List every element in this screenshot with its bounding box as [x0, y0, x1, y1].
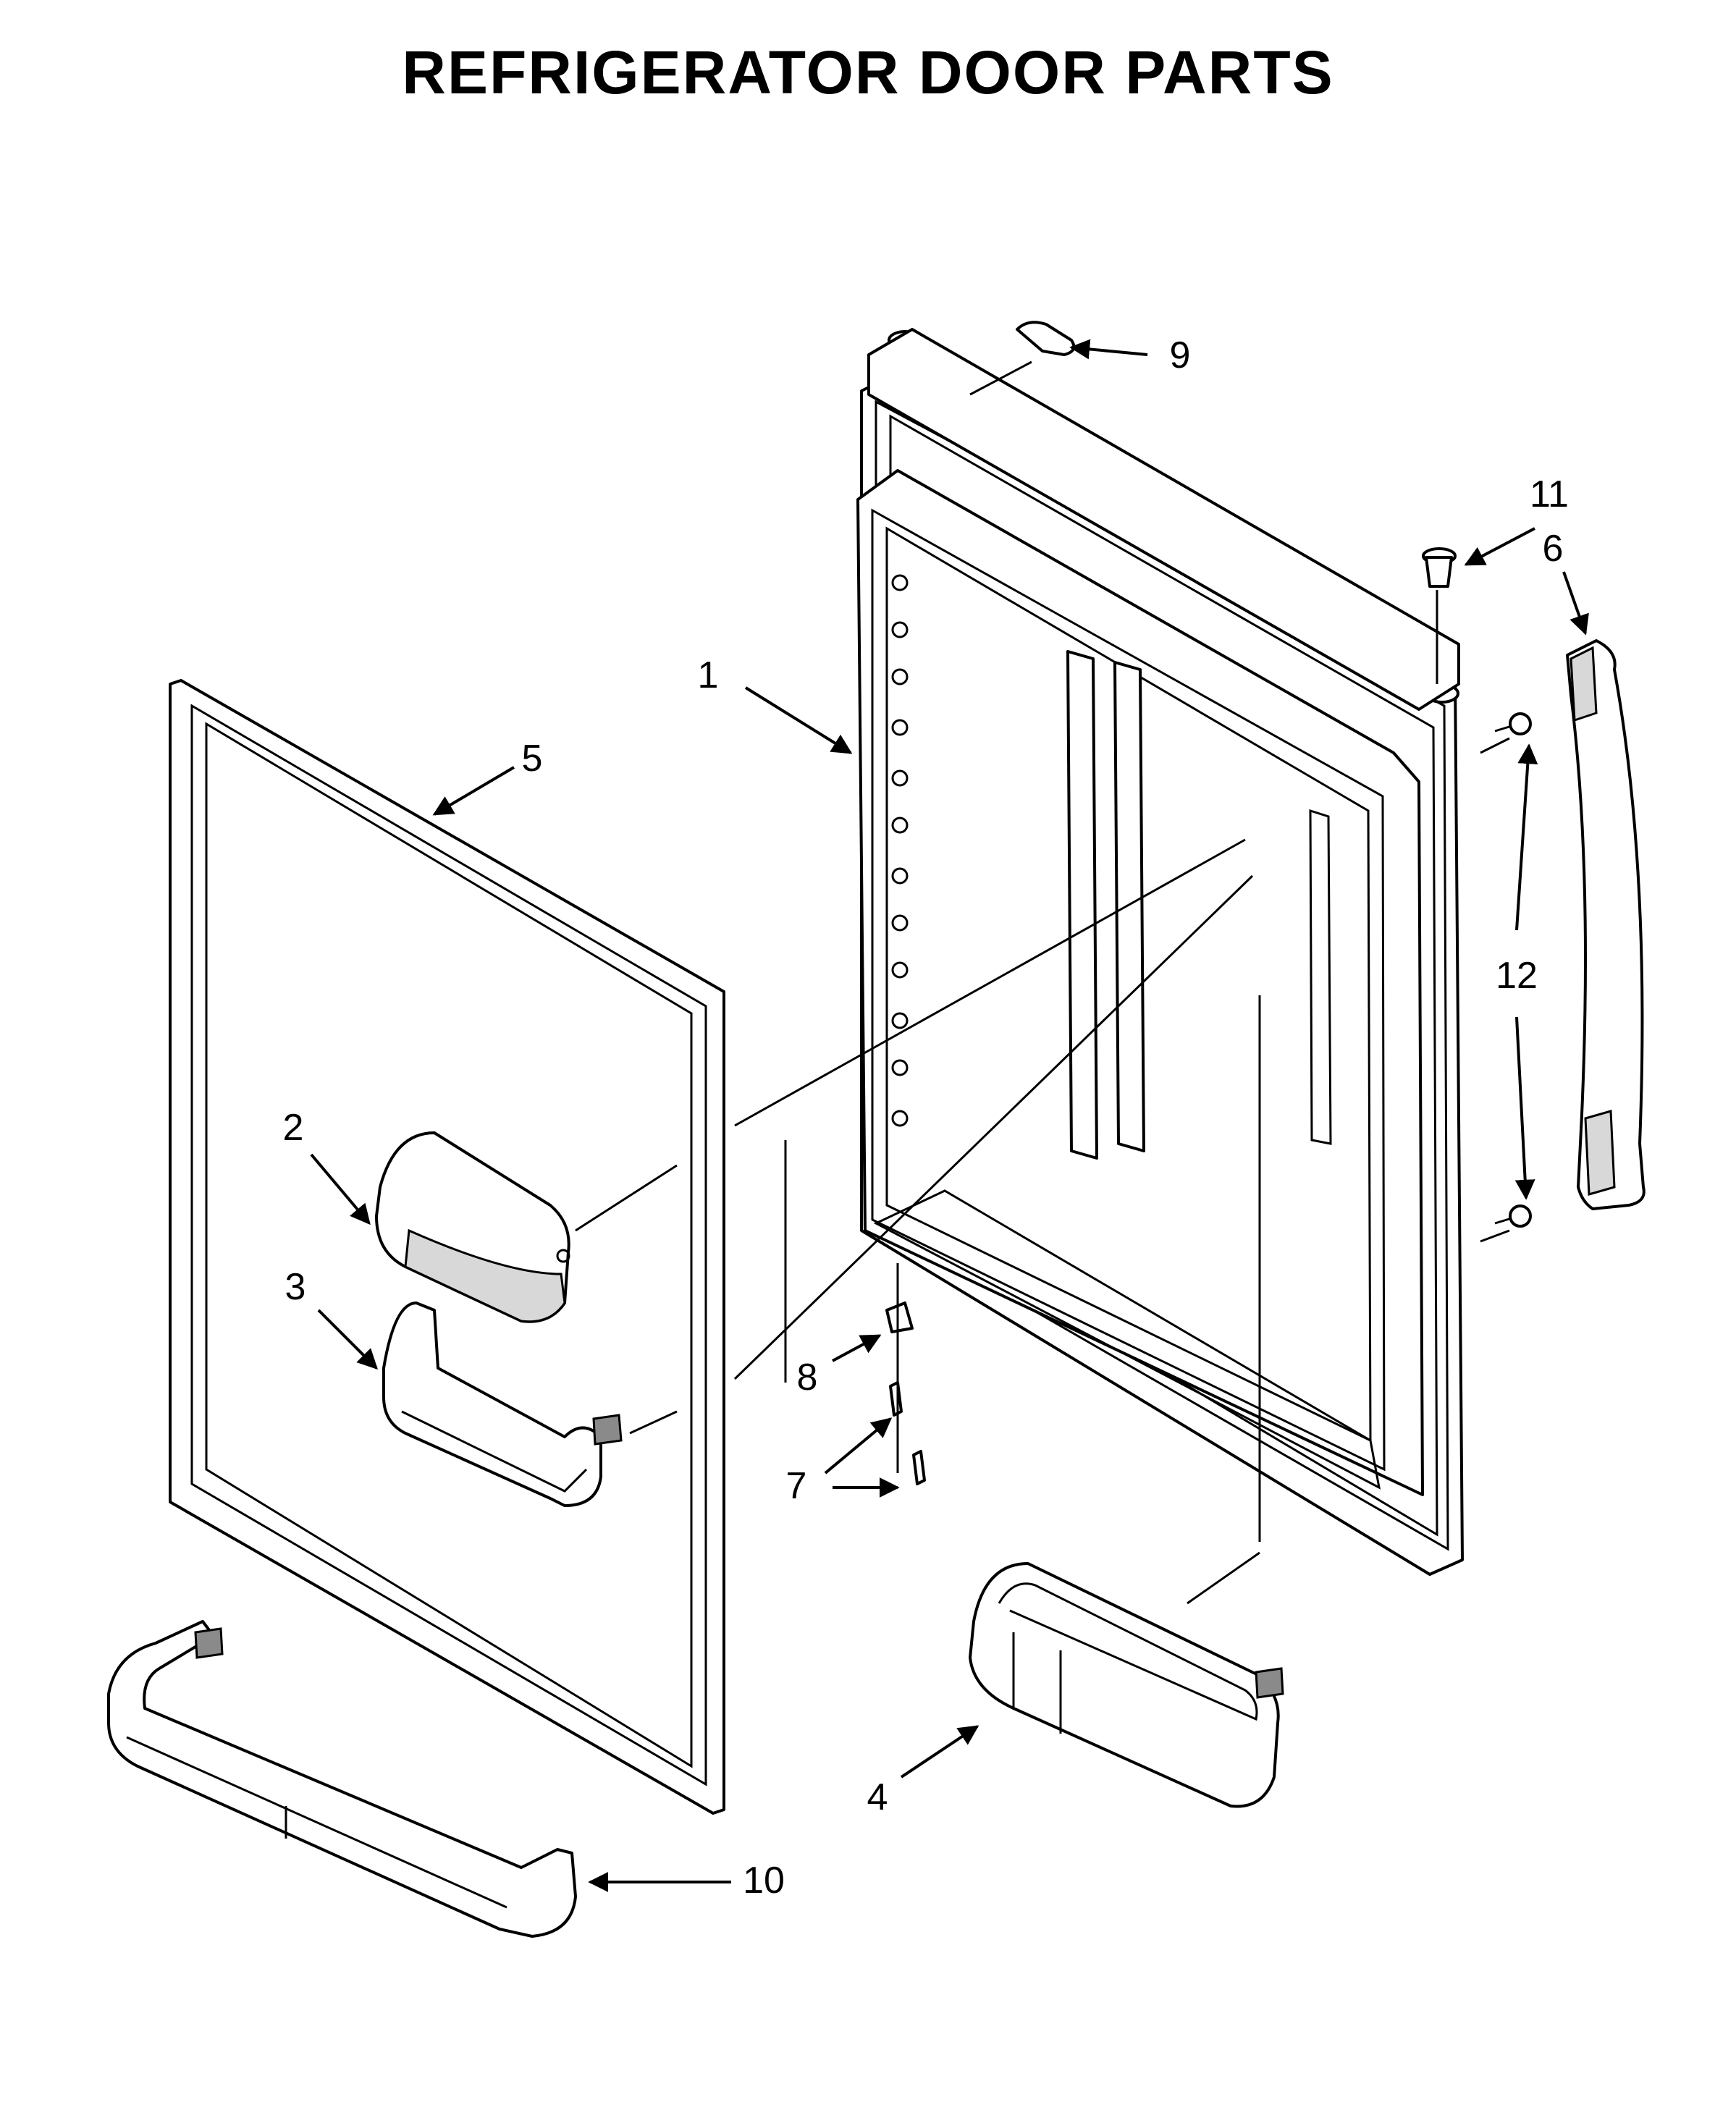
- diagram-title: REFRIGERATOR DOOR PARTS: [402, 38, 1334, 106]
- callout-11: 11: [1530, 473, 1569, 515]
- callout-3: 3: [285, 1266, 306, 1308]
- screws-part-7: [889, 1381, 926, 1485]
- callout-9: 9: [1170, 334, 1191, 376]
- callout-8: 8: [797, 1357, 818, 1398]
- hinge-washer-part-9: [1016, 321, 1076, 356]
- dispenser-cover-part-2: [375, 1131, 570, 1323]
- handle-screws-part-12: [1494, 712, 1532, 1228]
- callout-12: 12: [1496, 955, 1538, 997]
- callout-5: 5: [522, 738, 543, 780]
- callout-arrows: [310, 339, 1589, 1892]
- door-bin-part-4: [969, 1562, 1284, 1808]
- callout-labels: 1 2 3 4 5 6 7 7 8 9 10 11 12: [283, 334, 1569, 1902]
- hinge-bracket-part-8: [885, 1301, 914, 1333]
- callout-7a: 7: [786, 1465, 807, 1507]
- dispenser-bin-part-3: [382, 1301, 623, 1507]
- shelf-dimples: [891, 574, 909, 1127]
- callout-2: 2: [283, 1107, 304, 1149]
- door-bin-part-10: [107, 1620, 577, 1938]
- callout-1: 1: [698, 654, 719, 696]
- door-handle-part-6: [1566, 639, 1646, 1210]
- door-liner-part-1: [856, 328, 1464, 1576]
- callout-6: 6: [1543, 528, 1564, 570]
- assembly-lines: [575, 360, 1510, 1605]
- hinge-bushing-part-11: [1422, 547, 1457, 588]
- callout-4: 4: [867, 1776, 888, 1818]
- callout-10: 10: [743, 1860, 785, 1902]
